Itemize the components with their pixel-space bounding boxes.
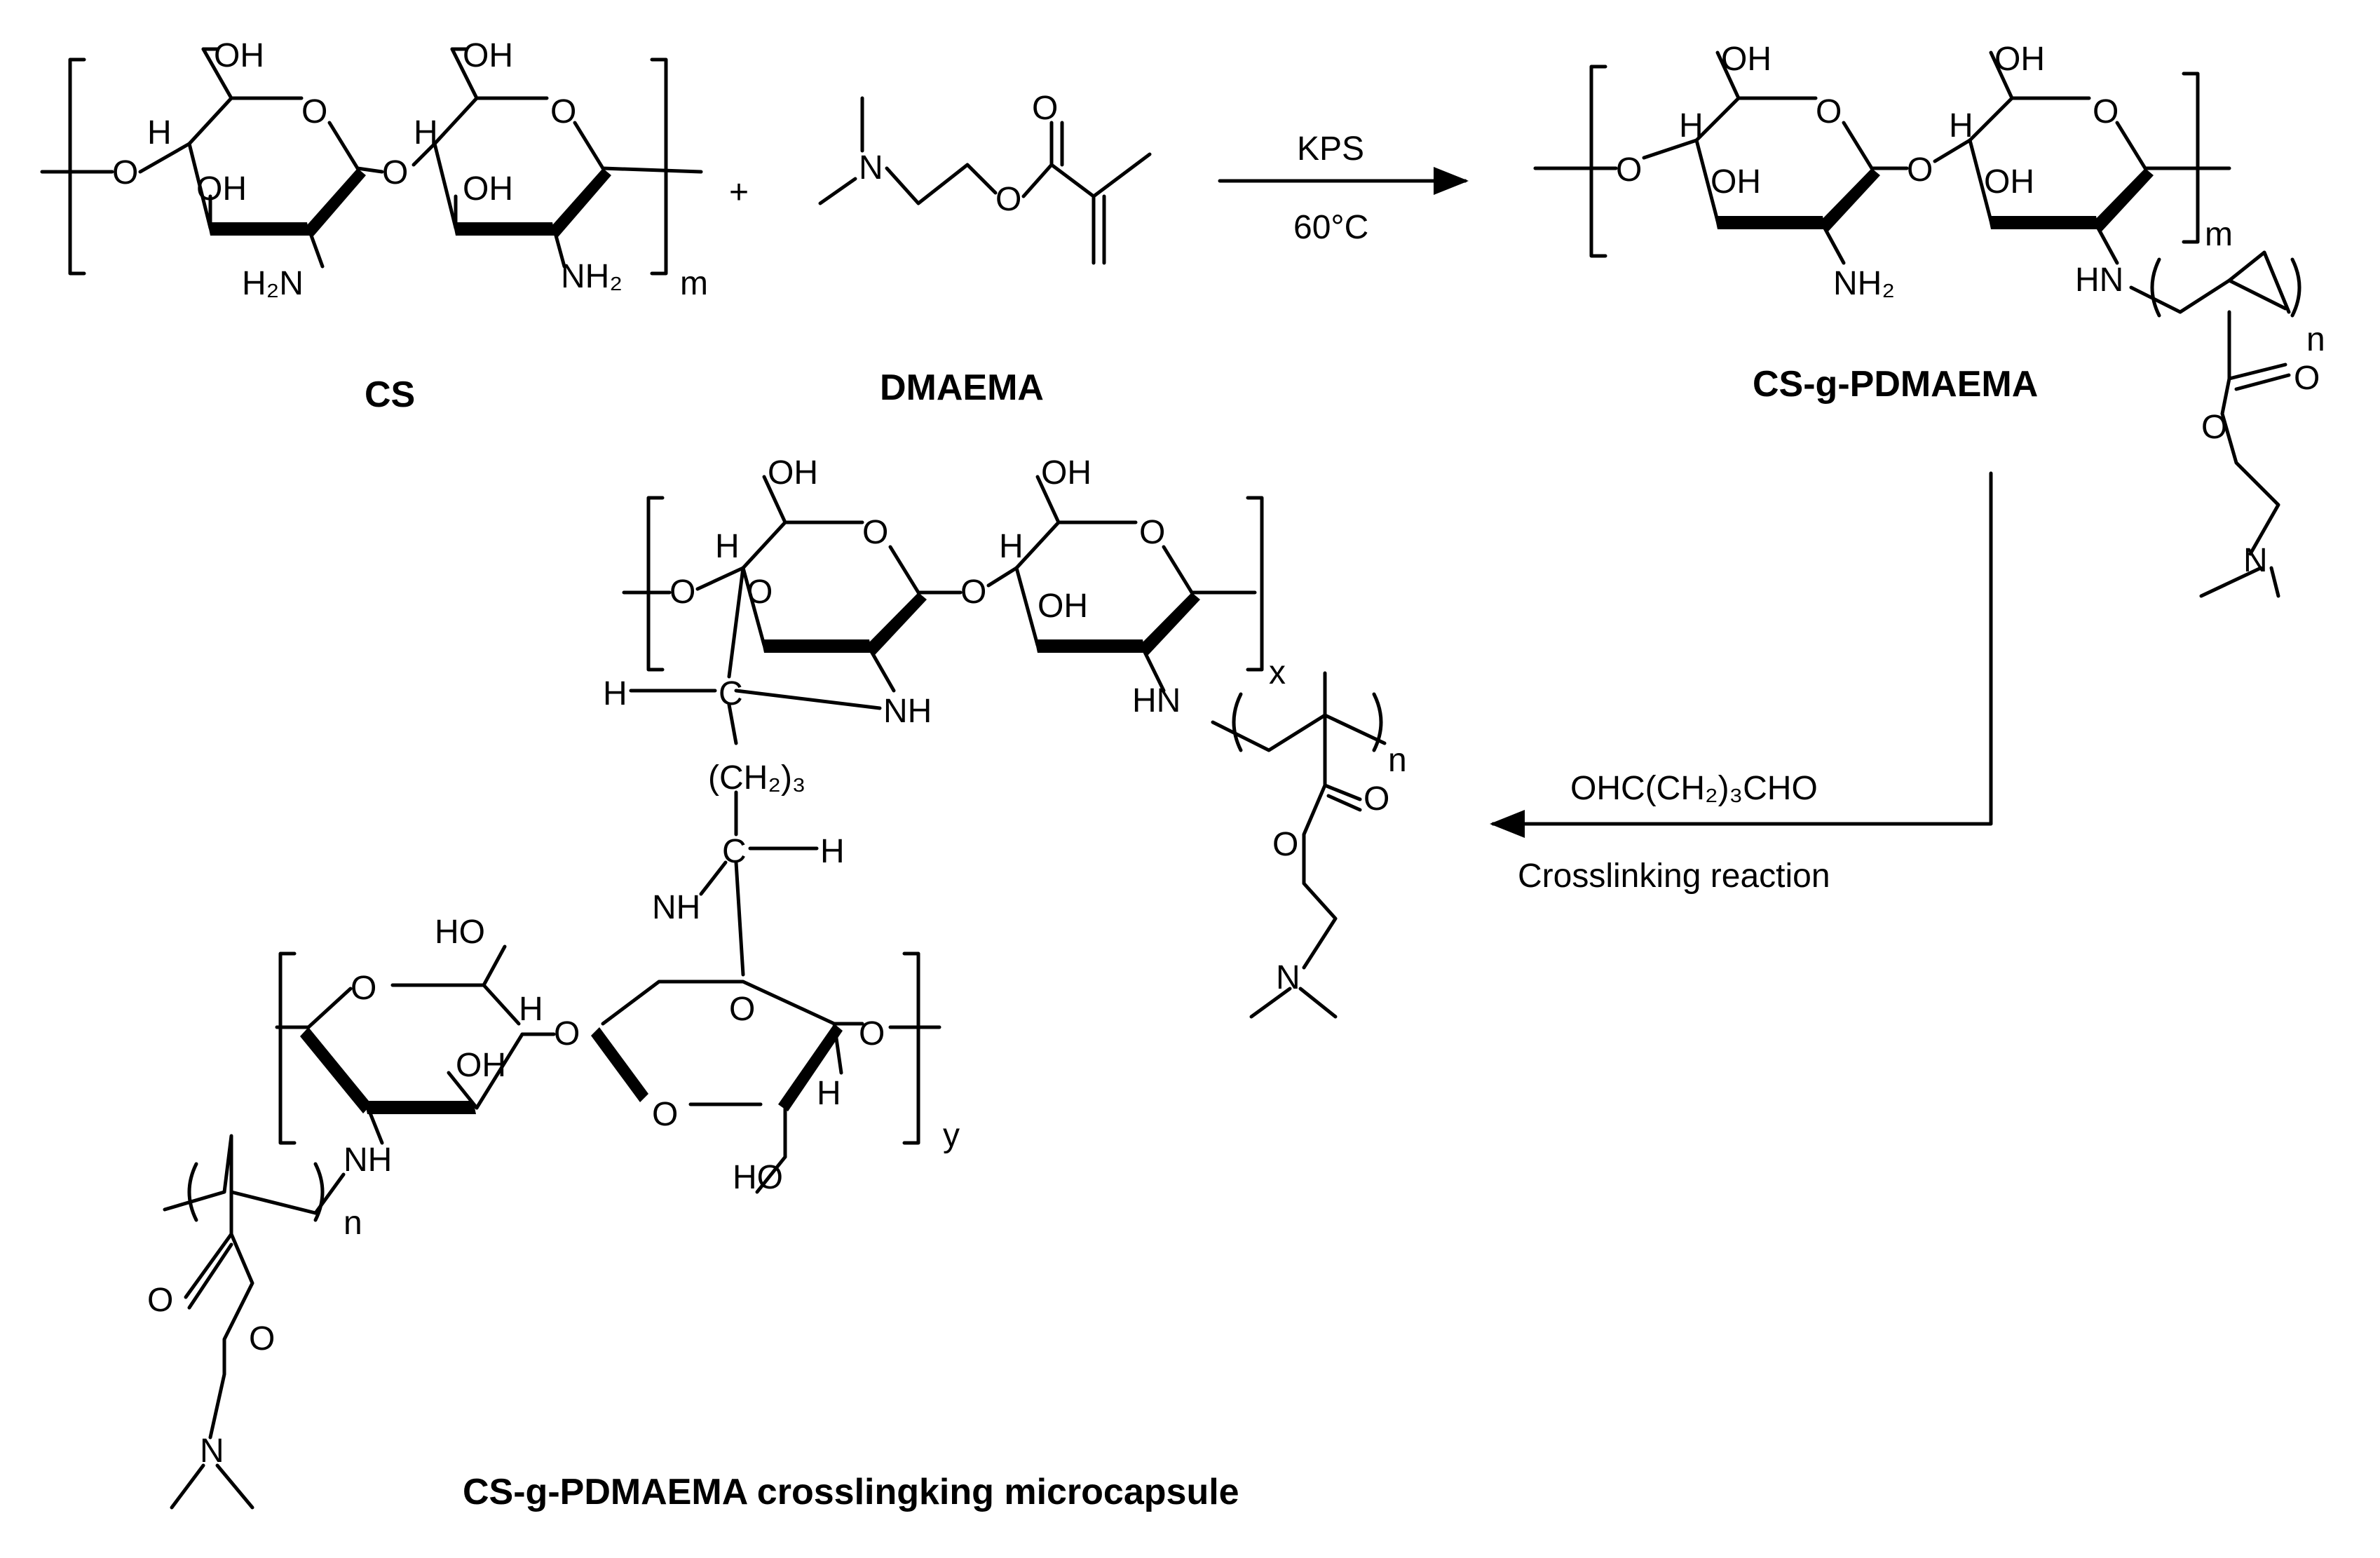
dmaema-n: N <box>859 149 883 187</box>
mc-bottom-h-2: H <box>817 1075 841 1112</box>
cs-ring-o-2: O <box>550 93 576 130</box>
cs-structure: OH OH O O H H O O OH OH H₂N NH₂ m <box>40 37 708 302</box>
cgp-link-o-1: O <box>1616 151 1642 189</box>
cs-oh-3: OH <box>196 170 247 208</box>
mc-nh-lower: NH <box>652 889 700 926</box>
cgp-h-1: H <box>1679 107 1704 144</box>
mc-top-o-4: O <box>747 574 773 611</box>
mc-top-o-1: O <box>862 514 888 551</box>
cs-oh-2: OH <box>463 37 513 74</box>
grafting-reagent: KPS <box>1297 130 1364 168</box>
cs-h-1: H <box>147 114 172 151</box>
cs-g-pdmaema-structure: OH OH O O H H O O OH OH NH₂ HN m n O O N <box>1533 41 2325 598</box>
cs-name: CS <box>365 374 415 415</box>
cgp-amine: NH₂ <box>1833 265 1895 302</box>
mc-top-carbonyl-o: O <box>1364 780 1389 818</box>
cs-ring-o-1: O <box>301 93 327 130</box>
mc-c-lower: C <box>722 833 747 870</box>
mc-repeat-n-top: n <box>1388 742 1407 779</box>
cs-oh-1: OH <box>214 37 264 74</box>
mc-bottom-o-4: O <box>859 1015 885 1052</box>
microcapsule-name: CS-g-PDMAEMA crosslingking microcapsule <box>463 1472 1239 1512</box>
mc-linker: (CH₂)₃ <box>708 759 805 797</box>
mc-c-upper: C <box>719 675 743 712</box>
mc-h-upper: H <box>603 675 627 712</box>
cgp-ester-o: O <box>2201 409 2227 446</box>
cs-g-pdmaema-name: CS-g-PDMAEMA <box>1753 364 2038 405</box>
mc-top-oh-2: OH <box>1041 454 1092 492</box>
dmaema-name: DMAEMA <box>880 367 1044 408</box>
mc-top-h-2: H <box>999 528 1024 565</box>
cs-h-2: H <box>414 114 438 151</box>
plus-sign: + <box>729 174 749 211</box>
mc-top-ester-o: O <box>1272 826 1298 863</box>
cgp-h-2: H <box>1949 107 1973 144</box>
dmaema-carbonyl-o: O <box>1032 90 1058 127</box>
crosslinking-reagent: OHC(CH₂)₃CHO <box>1570 770 1818 807</box>
mc-bottom-o-2: O <box>729 991 755 1028</box>
cs-link-o-2: O <box>382 154 408 191</box>
cgp-link-o-2: O <box>1907 151 1933 189</box>
cs-amine-2: NH₂ <box>561 258 623 295</box>
mc-bottom-n: N <box>200 1432 224 1470</box>
mc-top-oh-3: OH <box>1038 588 1088 625</box>
cgp-ring-o-1: O <box>1816 93 1842 130</box>
mc-top-o-5: O <box>960 574 986 611</box>
cgp-ring-o-2: O <box>2093 93 2119 130</box>
cgp-hn: HN <box>2075 262 2123 299</box>
mc-bottom-o-1: O <box>351 970 376 1007</box>
dmaema-structure: N O O <box>818 90 1152 265</box>
mc-top-nh: NH <box>883 693 932 730</box>
cgp-repeat-n: n <box>2306 321 2325 358</box>
mc-top-o-3: O <box>669 574 695 611</box>
mc-bottom-carbonyl-o: O <box>147 1282 173 1319</box>
dmaema-ester-o: O <box>995 181 1021 218</box>
microcapsule-structure: OH OH O O H H O O O OH x H C NH HN n O (… <box>147 454 1407 1510</box>
mc-bottom-o-3: O <box>554 1015 580 1052</box>
cgp-oh-4: OH <box>1984 163 2034 201</box>
mc-top-n: N <box>1276 959 1300 996</box>
crosslinking-condition: Crosslinking reaction <box>1518 858 1830 895</box>
mc-bottom-ho-1: HO <box>435 914 485 951</box>
mc-top-hn: HN <box>1132 682 1181 719</box>
mc-bottom-nh: NH <box>344 1142 392 1179</box>
cgp-carbonyl-o: O <box>2294 360 2320 397</box>
cgp-oh-1: OH <box>1721 41 1772 78</box>
mc-bottom-ho-2: HO <box>733 1159 783 1196</box>
mc-bottom-o-5: O <box>652 1096 678 1133</box>
cgp-n: N <box>2243 542 2268 579</box>
cs-amine-1: H₂N <box>242 265 304 302</box>
cgp-oh-3: OH <box>1711 163 1761 201</box>
grafting-condition: 60°C <box>1293 209 1368 246</box>
cgp-oh-2: OH <box>1994 41 2045 78</box>
mc-bottom-h-1: H <box>519 991 543 1028</box>
mc-top-o-2: O <box>1139 514 1165 551</box>
mc-repeat-x: x <box>1269 654 1286 691</box>
mc-repeat-y: y <box>943 1117 960 1154</box>
mc-repeat-n-bottom: n <box>344 1205 362 1242</box>
mc-bottom-ester-o: O <box>249 1320 275 1357</box>
mc-top-oh-1: OH <box>768 454 818 492</box>
mc-top-h-1: H <box>715 528 740 565</box>
cgp-repeat-m: m <box>2205 216 2233 253</box>
cs-oh-4: OH <box>463 170 513 208</box>
cs-link-o-1: O <box>112 154 138 191</box>
cs-repeat-m: m <box>680 265 708 302</box>
mc-h-lower: H <box>820 833 845 870</box>
mc-bottom-oh: OH <box>456 1047 506 1084</box>
crosslinking-arrow <box>1490 471 1993 838</box>
